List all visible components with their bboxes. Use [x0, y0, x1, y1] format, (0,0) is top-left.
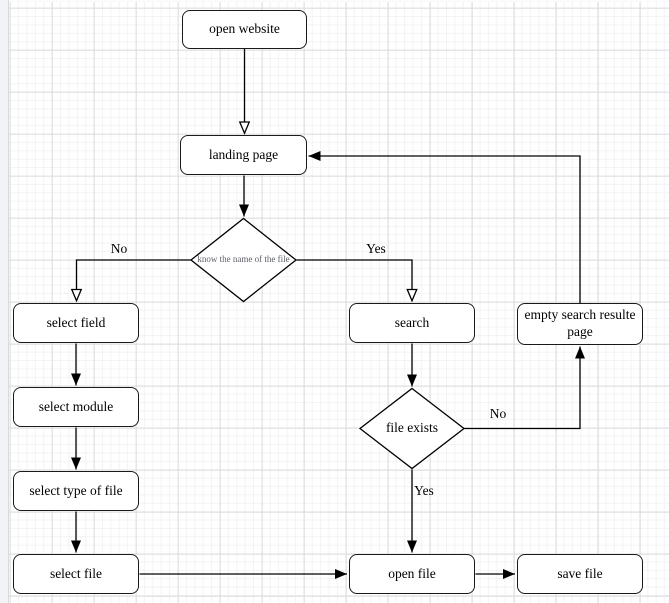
edge-label-know-name-yes[interactable]: Yes [366, 241, 386, 256]
node-select-file[interactable]: select file [13, 554, 139, 594]
edge-label-file-exists-no[interactable]: No [489, 406, 507, 421]
top-edge-strip [0, 0, 669, 2]
edge-label-know-name-no[interactable]: No [110, 241, 128, 256]
edge-label-file-exists-yes[interactable]: Yes [414, 483, 434, 498]
decision-file-exists-label[interactable]: file exists [385, 420, 439, 435]
node-select-type-of-file[interactable]: select type of file [13, 471, 139, 511]
node-empty-search-resulte-page[interactable]: empty search resulte page [517, 303, 643, 345]
decision-know-name-label[interactable]: know the name of the file [197, 254, 290, 264]
node-landing-page[interactable]: landing page [180, 135, 307, 175]
node-open-file[interactable]: open file [349, 554, 475, 594]
node-select-field[interactable]: select field [13, 303, 139, 343]
node-save-file[interactable]: save file [517, 554, 643, 594]
node-search[interactable]: search [349, 303, 475, 343]
node-select-module[interactable]: select module [13, 387, 139, 427]
edge-know-name-no-to-select-field[interactable] [70, 259, 191, 303]
decision-file-exists-shape[interactable] [358, 387, 466, 470]
left-gutter [0, 0, 9, 603]
node-open-website[interactable]: open website [182, 10, 307, 49]
edge-know-name-yes-to-search[interactable] [296, 259, 418, 303]
decision-know-name-shape[interactable] [189, 217, 298, 303]
edge-empty-page-to-landing-page[interactable] [308, 151, 581, 303]
edge-file-exists-no-to-empty-page[interactable] [464, 346, 585, 430]
